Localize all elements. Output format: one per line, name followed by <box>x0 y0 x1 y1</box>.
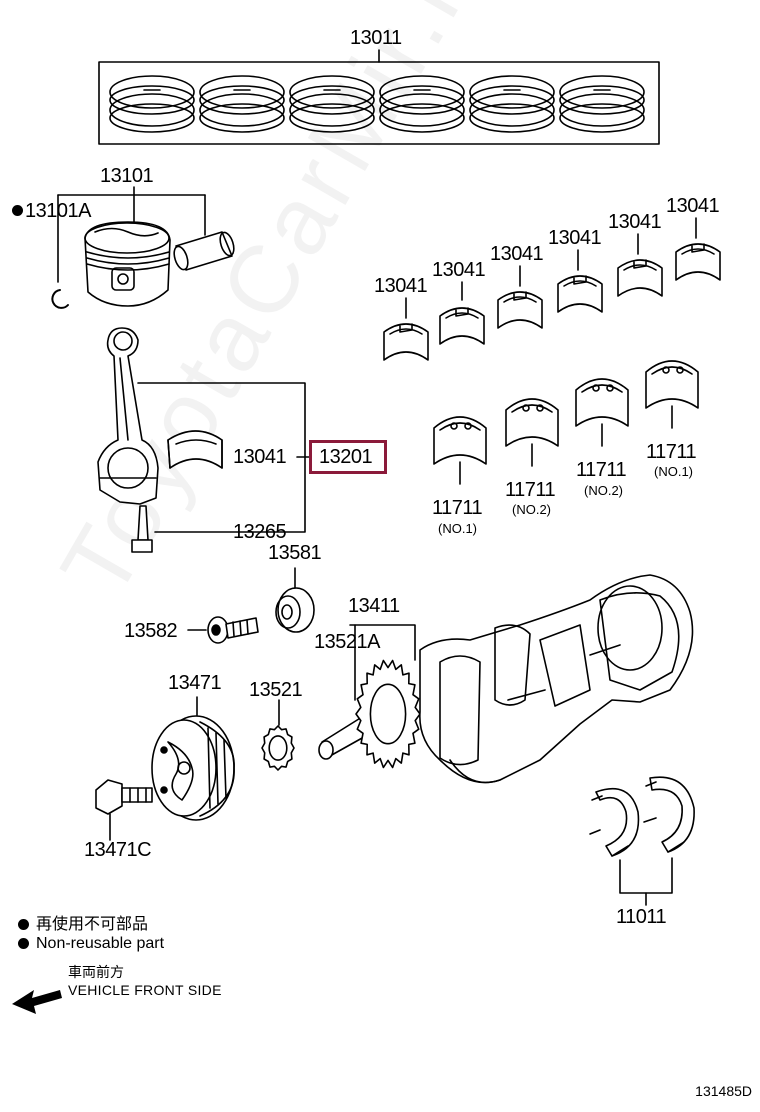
non-reusable-dot-icon <box>12 205 23 216</box>
label-bearing-2[interactable]: 13041 <box>432 259 486 281</box>
label-main-bearing-c[interactable]: 11711 <box>576 459 627 481</box>
label-main-bearing-b[interactable]: 11711 <box>505 479 556 501</box>
label-bearing-3[interactable]: 13041 <box>490 243 544 265</box>
label-pulley-bolt[interactable]: 13471C <box>84 839 152 861</box>
bolt-13471c-drawing <box>95 779 153 841</box>
label-crank-key[interactable]: 13521A <box>314 631 380 653</box>
bearing-shell-2 <box>439 307 485 345</box>
piston-ring-3 <box>289 75 375 133</box>
sublabel-main-bearing-a: (NO.1) <box>438 521 477 536</box>
label-washer[interactable]: 13581 <box>268 542 322 564</box>
highlight-box-connecting-rod <box>309 440 387 474</box>
label-bearing-5[interactable]: 13041 <box>608 211 662 233</box>
sublabel-main-bearing-c: (NO.2) <box>584 483 623 498</box>
main-bearing-3 <box>575 378 629 447</box>
piston-drawing <box>51 186 235 309</box>
piston-ring-5 <box>469 75 555 133</box>
label-main-bearing-a[interactable]: 11711 <box>432 497 483 519</box>
bolt-13582-drawing <box>187 616 259 644</box>
label-bearing-in-rod[interactable]: 13041 <box>233 446 287 468</box>
legend-dot-icon <box>18 919 29 930</box>
diagram-id: 131485D <box>695 1083 752 1099</box>
label-piston[interactable]: 13101 <box>100 165 154 187</box>
front-side-jp: 車両前方 <box>68 964 124 980</box>
legend-jp-text: 再使用不可部品 <box>36 916 149 933</box>
piston-ring-1 <box>109 75 195 133</box>
legend-non-reusable-en: Non-reusable part <box>18 935 164 953</box>
bearing-shell-1 <box>383 323 429 361</box>
sublabel-main-bearing-b: (NO.2) <box>512 502 551 517</box>
bearing-shell-in-rod <box>167 430 223 469</box>
label-bearing-6[interactable]: 13041 <box>666 195 720 217</box>
label-main-bearing-d[interactable]: 11711 <box>646 441 697 463</box>
piston-ring-6 <box>559 75 645 133</box>
label-bolt-13582[interactable]: 13582 <box>124 620 178 642</box>
legend-dot-icon <box>18 938 29 949</box>
sublabel-main-bearing-d: (NO.1) <box>654 464 693 479</box>
label-crank-sprocket[interactable]: 13521 <box>249 679 303 701</box>
washer-13581-drawing <box>275 567 315 633</box>
piston-ring-2 <box>199 75 285 133</box>
label-snap-ring[interactable]: 13101A <box>12 201 91 221</box>
sprocket-13521-drawing <box>261 699 295 771</box>
label-conrod-bolt[interactable]: 13265 <box>233 521 287 543</box>
front-side-en: VEHICLE FRONT SIDE <box>68 982 222 998</box>
bearing-shell-5 <box>617 259 663 297</box>
piston-ring-set-drawing <box>98 49 660 145</box>
legend-non-reusable-jp: 再使用不可部品 <box>18 916 148 934</box>
label-bearing-4[interactable]: 13041 <box>548 227 602 249</box>
crankshaft-drawing <box>318 574 694 784</box>
main-bearing-2 <box>505 398 559 467</box>
bearing-shell-3 <box>497 291 543 329</box>
label-bearing-1[interactable]: 13041 <box>374 275 428 297</box>
main-bearing-1 <box>433 416 487 485</box>
legend-en-text: Non-reusable part <box>36 935 165 952</box>
label-snap-ring-text: 13101A <box>25 200 91 222</box>
vehicle-front-arrow-icon <box>12 990 62 1014</box>
label-connecting-rod[interactable]: 13201 <box>319 446 373 468</box>
connecting-rod-drawing <box>97 327 310 553</box>
bearing-shell-6 <box>675 243 721 281</box>
main-bearing-4 <box>645 360 699 429</box>
label-piston-ring-set[interactable]: 13011 <box>350 27 402 49</box>
thrust-washers-drawing <box>589 776 695 906</box>
bearing-shell-4 <box>557 275 603 313</box>
label-crank-pulley[interactable]: 13471 <box>168 672 222 694</box>
piston-ring-4 <box>379 75 465 133</box>
label-crankshaft[interactable]: 13411 <box>348 595 400 617</box>
label-thrust-washer[interactable]: 11011 <box>616 906 667 928</box>
pulley-drawing <box>151 696 235 821</box>
